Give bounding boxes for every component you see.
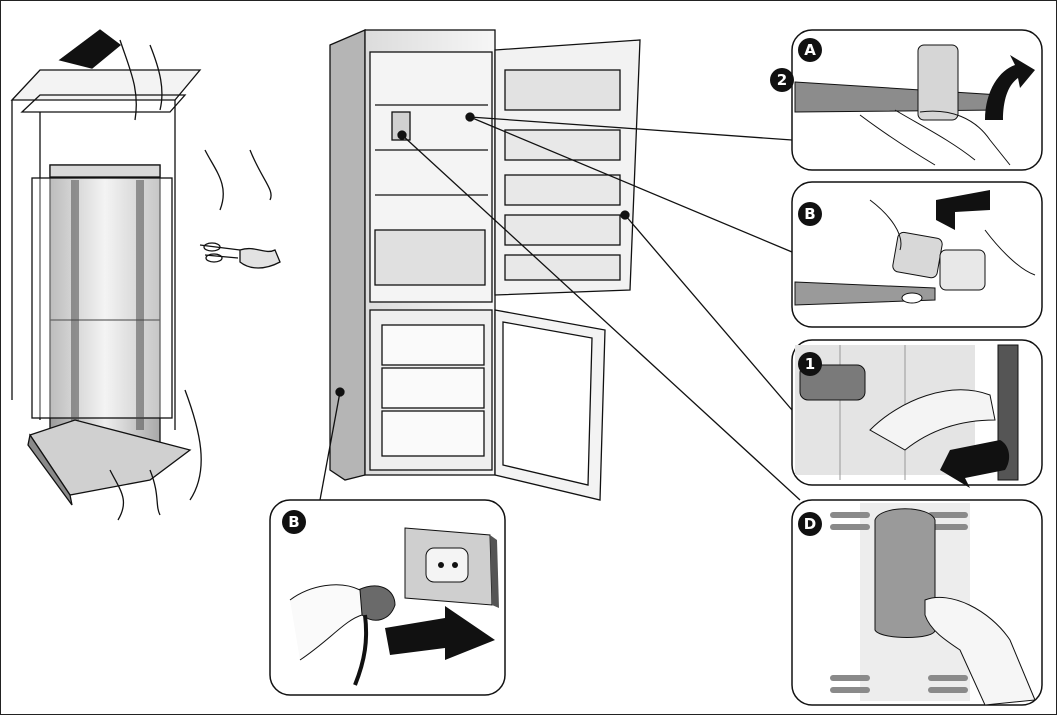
panel-d-label: D <box>798 512 822 536</box>
panel-a <box>791 29 1043 171</box>
leader-lines <box>319 116 801 501</box>
panel-b-plug-label: B <box>282 510 306 534</box>
panel-b-top-label: B <box>798 202 822 226</box>
step-2-label: 2 <box>770 68 794 92</box>
panel-1 <box>791 339 1043 488</box>
panel-b-plug <box>269 499 506 696</box>
panel-1-label: 1 <box>798 352 822 376</box>
unpacking-illustration <box>10 29 281 521</box>
panel-b-top <box>791 181 1043 328</box>
panel-a-label: A <box>798 38 822 62</box>
refrigerator <box>329 29 641 501</box>
panel-d <box>791 499 1043 706</box>
